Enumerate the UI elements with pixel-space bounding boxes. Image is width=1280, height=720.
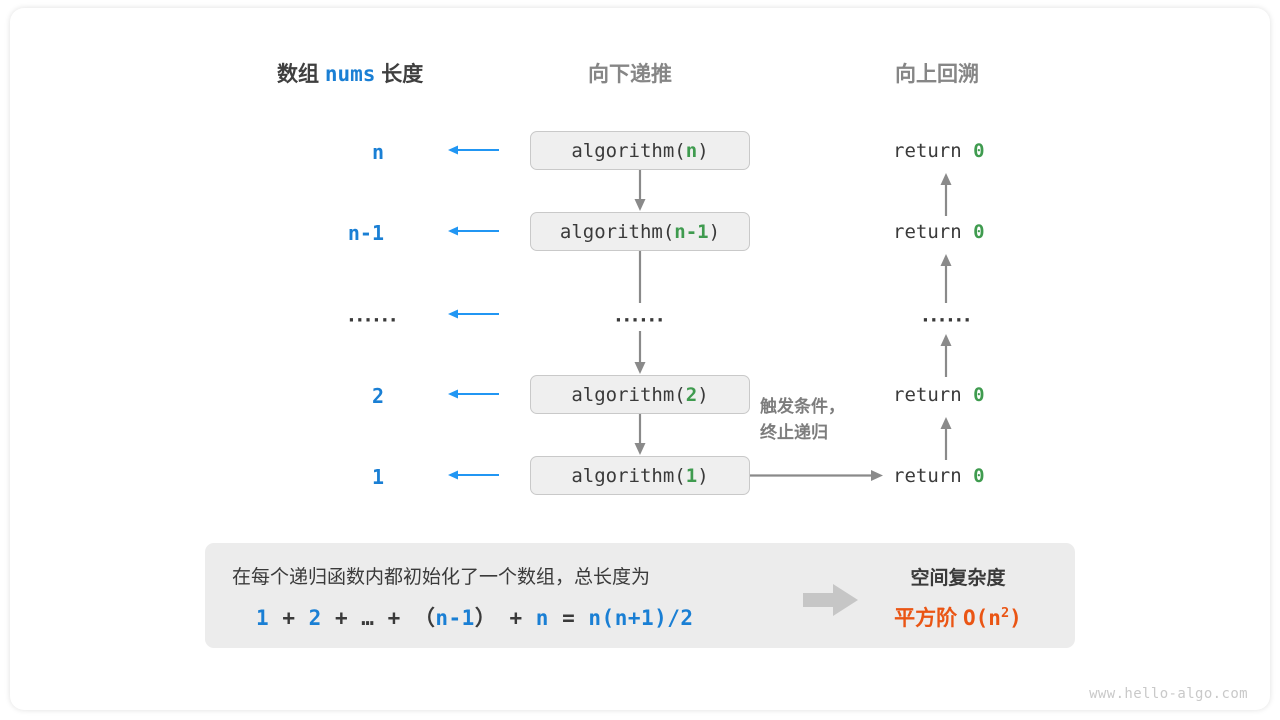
call-arg-row-4: 1 xyxy=(685,464,698,487)
call-ellipsis-row-2: ······ xyxy=(615,310,666,331)
return-value-row-1: 0 xyxy=(973,221,985,243)
return-row-0: return 0 xyxy=(893,140,985,162)
call-prefix-row-3: algorithm( xyxy=(571,383,686,406)
up-connector-0 xyxy=(940,173,952,216)
call-suffix-row-1: ) xyxy=(708,220,721,243)
return-row-3: return 0 xyxy=(893,384,985,406)
call-prefix-row-0: algorithm( xyxy=(571,139,686,162)
call-suffix-row-0: ) xyxy=(697,139,709,162)
heading-downward-recursion: 向下递推 xyxy=(588,63,672,86)
up-connector-1 xyxy=(940,254,952,303)
formula-term-1: 1 xyxy=(256,606,270,630)
formula-term-5: n xyxy=(535,606,549,630)
blue-left-arrow-row-1 xyxy=(448,226,499,236)
heading-upward-backtrack: 向上回溯 xyxy=(895,63,979,86)
heading-array-length: 数组 nums 长度 xyxy=(277,58,423,88)
return-keyword-row-4: return xyxy=(893,465,962,487)
call-suffix-row-3: ) xyxy=(697,383,709,406)
call-suffix-row-4: ) xyxy=(697,464,709,487)
formula-term-2: 2 xyxy=(308,606,322,630)
return-ellipsis-row-2: ······ xyxy=(922,310,973,331)
call-box-row-1[interactable]: algorithm(n-1) xyxy=(530,212,750,251)
heading-array-code: nums xyxy=(324,62,376,86)
return-keyword-row-3: return xyxy=(893,384,962,406)
down-connector-1 xyxy=(638,251,642,303)
summary-panel xyxy=(205,543,1075,648)
call-box-row-3[interactable]: algorithm(2) xyxy=(530,375,750,414)
return-value-row-0: 0 xyxy=(973,140,985,162)
right-arrow-icon xyxy=(803,584,858,616)
length-value-row-0: n xyxy=(371,140,384,164)
blue-left-arrow-row-4 xyxy=(448,470,499,480)
call-box-row-4[interactable]: algorithm(1) xyxy=(530,456,750,495)
space-complexity-value: 平方阶 O(n2) xyxy=(876,602,1040,632)
call-prefix-row-1: algorithm( xyxy=(559,220,675,243)
down-connector-2 xyxy=(634,331,646,374)
formula-term-3: … xyxy=(361,606,375,630)
watermark: www.hello-algo.com xyxy=(1089,686,1248,702)
summary-formula: 1 + 2 + … + （n-1） + n = n(n+1)/2 xyxy=(256,602,694,632)
formula-equals: = xyxy=(562,606,576,630)
call-arg-row-0: n xyxy=(685,139,698,162)
length-value-row-3: 2 xyxy=(371,384,384,408)
return-row-1: return 0 xyxy=(893,221,985,243)
call-box-row-0[interactable]: algorithm(n) xyxy=(530,131,750,170)
length-ellipsis-row-2: ······ xyxy=(348,310,399,331)
formula-paren-close: ） xyxy=(474,606,497,630)
formula-op-2: + xyxy=(334,606,349,630)
base-case-arrow xyxy=(750,470,883,481)
trigger-note-line-2: 终止递归 xyxy=(760,423,828,443)
heading-array-suffix: 长度 xyxy=(381,63,424,86)
length-value-row-4: 1 xyxy=(371,465,384,489)
call-arg-row-1: n-1 xyxy=(674,220,709,243)
call-arg-row-3: 2 xyxy=(685,383,698,406)
space-complexity-title: 空间复杂度 xyxy=(910,568,1006,589)
trigger-note: 触发条件， 终止递归 xyxy=(760,394,845,447)
up-connector-2 xyxy=(940,334,952,377)
return-value-row-3: 0 xyxy=(973,384,985,406)
return-row-4: return 0 xyxy=(893,465,985,487)
formula-op-3: + xyxy=(387,606,401,630)
return-keyword-row-0: return xyxy=(893,140,962,162)
summary-description: 在每个递归函数内都初始化了一个数组，总长度为 xyxy=(232,567,651,588)
formula-paren-open: （ xyxy=(413,606,436,630)
complexity-notation-exponent: 2 xyxy=(1000,605,1010,621)
blue-left-arrow-row-3 xyxy=(448,389,499,399)
complexity-notation-close: ) xyxy=(1009,606,1022,630)
return-value-row-4: 0 xyxy=(973,465,985,487)
formula-op-1: + xyxy=(282,606,296,630)
down-connector-0 xyxy=(634,170,646,211)
call-prefix-row-4: algorithm( xyxy=(571,464,686,487)
heading-array-prefix: 数组 xyxy=(277,63,319,86)
formula-result: n(n+1)/2 xyxy=(588,606,694,630)
blue-left-arrow-row-0 xyxy=(448,145,499,155)
complexity-label: 平方阶 xyxy=(894,607,958,630)
formula-op-4: + xyxy=(509,606,523,630)
complexity-notation-base: O(n xyxy=(963,606,1001,630)
down-connector-3 xyxy=(634,414,646,455)
blue-left-arrow-row-2 xyxy=(448,309,499,319)
trigger-note-line-1: 触发条件， xyxy=(760,397,845,416)
up-connector-3 xyxy=(940,417,952,460)
formula-term-4: n-1 xyxy=(435,606,475,630)
return-keyword-row-1: return xyxy=(893,221,962,243)
length-value-row-1: n-1 xyxy=(347,221,384,245)
